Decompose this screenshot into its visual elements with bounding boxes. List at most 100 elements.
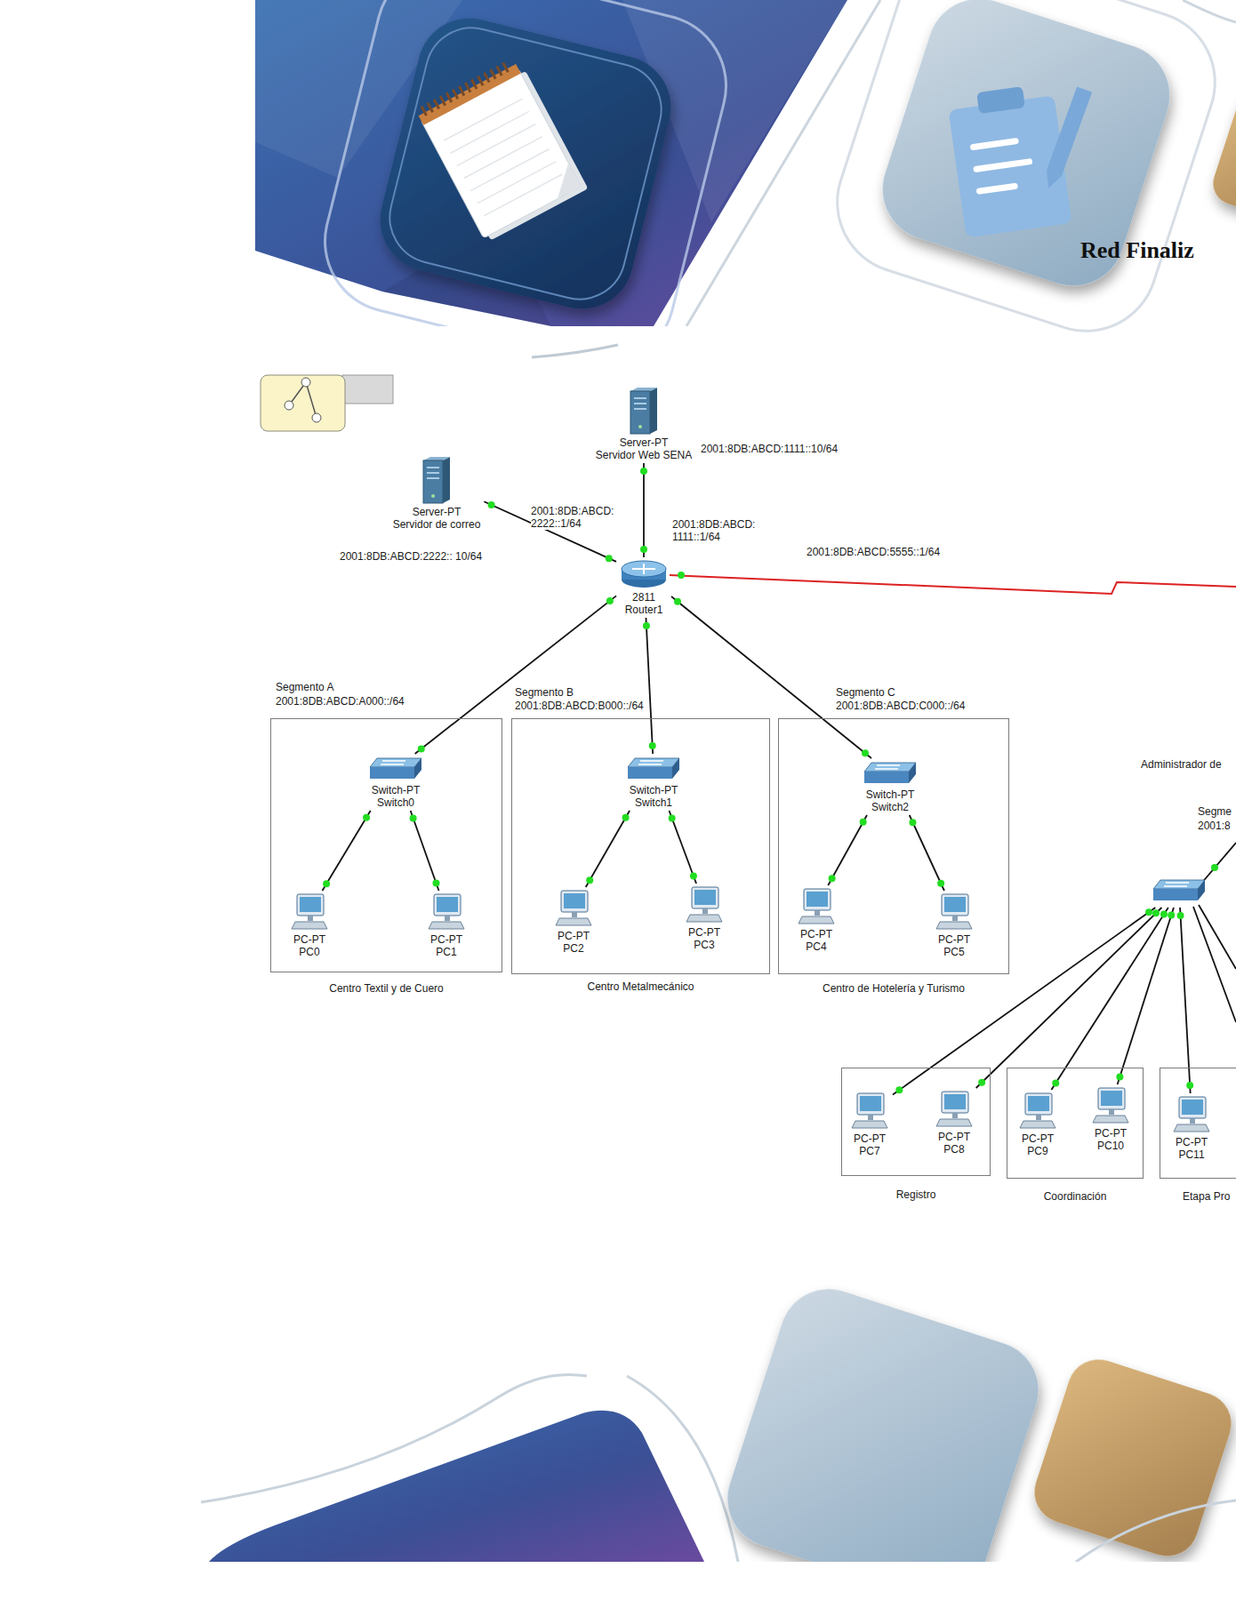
server-icon (421, 456, 452, 505)
pc-device: PC-PTPC7 (848, 1091, 891, 1158)
pc-monitor (1098, 1088, 1125, 1110)
clipboard-icon (946, 76, 1109, 238)
network-link (410, 810, 440, 891)
pc-stand (571, 912, 578, 918)
decoration-shape (443, 98, 562, 217)
network-link (827, 815, 867, 886)
decoration-shape (818, 0, 1234, 350)
switch-device: Switch-PTSwitch0 (366, 755, 426, 810)
switch-arrows (638, 761, 664, 765)
decoration-shape (714, 1280, 1052, 1563)
decoration-shape (818, 0, 1234, 350)
switch-front (627, 767, 673, 779)
pc-keyboard (555, 918, 592, 926)
link-light (432, 880, 440, 888)
switch-arrows (1163, 882, 1189, 887)
pc-stand (952, 1113, 958, 1119)
link-light (488, 501, 496, 509)
pc-screen (944, 1094, 966, 1110)
server-side (650, 387, 658, 434)
serial-link (669, 571, 1236, 594)
segment-box: Switch-PTSwitch0PC-PTPC0PC-PTPC1Segmento… (270, 718, 503, 973)
pc-device: PC-PTPC10 (1089, 1086, 1132, 1153)
decoration-shape (1182, 0, 1236, 23)
decoration-shape (677, 571, 685, 579)
decoration-shape (1193, 842, 1236, 1023)
decoration-shape (255, 0, 848, 327)
server-front (423, 460, 443, 504)
decoration-shape (1041, 87, 1092, 192)
device-label: Servidor de correo (393, 518, 482, 531)
segment-label: 2001:8DB:ABCD:C000::/64 (834, 699, 966, 713)
decoration-shape (421, 63, 508, 116)
device-label: Server-PT (412, 505, 462, 519)
decoration-shape (669, 575, 1236, 594)
link-light (978, 1079, 986, 1087)
link-light (640, 467, 648, 475)
switch-icon (862, 760, 918, 787)
link-light (322, 880, 330, 888)
link-light (861, 749, 869, 757)
segment-label: Segmento C (834, 686, 897, 699)
pc-device: PC-PTPC8 (932, 1090, 976, 1156)
decoration-shape (545, 162, 582, 200)
decoration-shape (714, 1280, 1052, 1563)
address-label: Administrador de (1140, 758, 1222, 771)
pc-keyboard (936, 922, 972, 930)
segment-label: Centro Metalmecánico (585, 980, 695, 994)
segment-box: Switch-PTSwitch1PC-PTPC2PC-PTPC3Segmento… (511, 718, 771, 975)
pc-screen (563, 893, 586, 909)
segment-label: Etapa Pro (1181, 1190, 1231, 1204)
pc-screen (944, 897, 966, 913)
network-link (642, 463, 645, 558)
segment-label: Segmento A (274, 681, 335, 694)
switch-side (1197, 880, 1205, 901)
decoration-shape (1075, 1500, 1236, 1563)
decoration-shape (310, 0, 742, 327)
device-label: PC2 (562, 942, 584, 956)
pc-icon (426, 892, 466, 932)
link-light (1186, 1082, 1194, 1090)
bottom-banner (200, 1280, 1236, 1563)
device-label: PC7 (858, 1145, 880, 1158)
device-label: PC4 (805, 940, 827, 954)
page-title: Red Finaliz (1080, 236, 1195, 265)
network-link (1051, 907, 1168, 1091)
decoration-shape (200, 1374, 587, 1503)
link-light (1152, 909, 1160, 917)
device-label: PC-PT (430, 933, 463, 947)
decoration-shape (973, 139, 1033, 192)
decoration-shape (284, 401, 294, 410)
server-slots (634, 398, 647, 410)
device-label: Switch2 (871, 801, 909, 814)
pc-keyboard (686, 914, 723, 923)
server-top (423, 457, 450, 461)
pc-icon (850, 1091, 890, 1132)
link-light (937, 880, 945, 888)
link-light (674, 598, 682, 606)
segment-label: Coordinación (1043, 1190, 1108, 1204)
group-box: PC-PTPC9PC-PTPC10Coordinación (1006, 1067, 1144, 1180)
server-device: Server-PTServidor de correo (391, 456, 483, 531)
link-light (895, 1086, 903, 1094)
switch-top (627, 758, 680, 768)
device-label: 2811 (632, 591, 656, 604)
pc-screen (436, 897, 458, 913)
pc-stand (702, 908, 708, 915)
switch-arrows (874, 765, 900, 770)
device-label: Switch-PT (866, 788, 915, 802)
segment-box: Switch-PTSwitch2PC-PTPC4PC-PTPC5Segmento… (778, 718, 1010, 975)
segment-label: Registro (895, 1188, 938, 1202)
device-label: PC-PT (293, 933, 326, 947)
segment-label: Centro Textil y de Cuero (328, 982, 445, 996)
segment-label: 2001:8DB:ABCD:A000::/64 (274, 695, 406, 708)
pc-keyboard (1019, 1121, 1056, 1129)
pc-keyboard (798, 916, 835, 924)
pc-stand (952, 915, 958, 922)
pc-screen (1181, 1099, 1204, 1116)
address-label: 2001:8DB:ABCD:2222:: 10/64 (339, 550, 482, 563)
pc-monitor (296, 894, 324, 916)
link-light (828, 874, 836, 883)
pc-device: PC-PTPC2 (552, 889, 595, 956)
pc-screen (694, 890, 716, 906)
